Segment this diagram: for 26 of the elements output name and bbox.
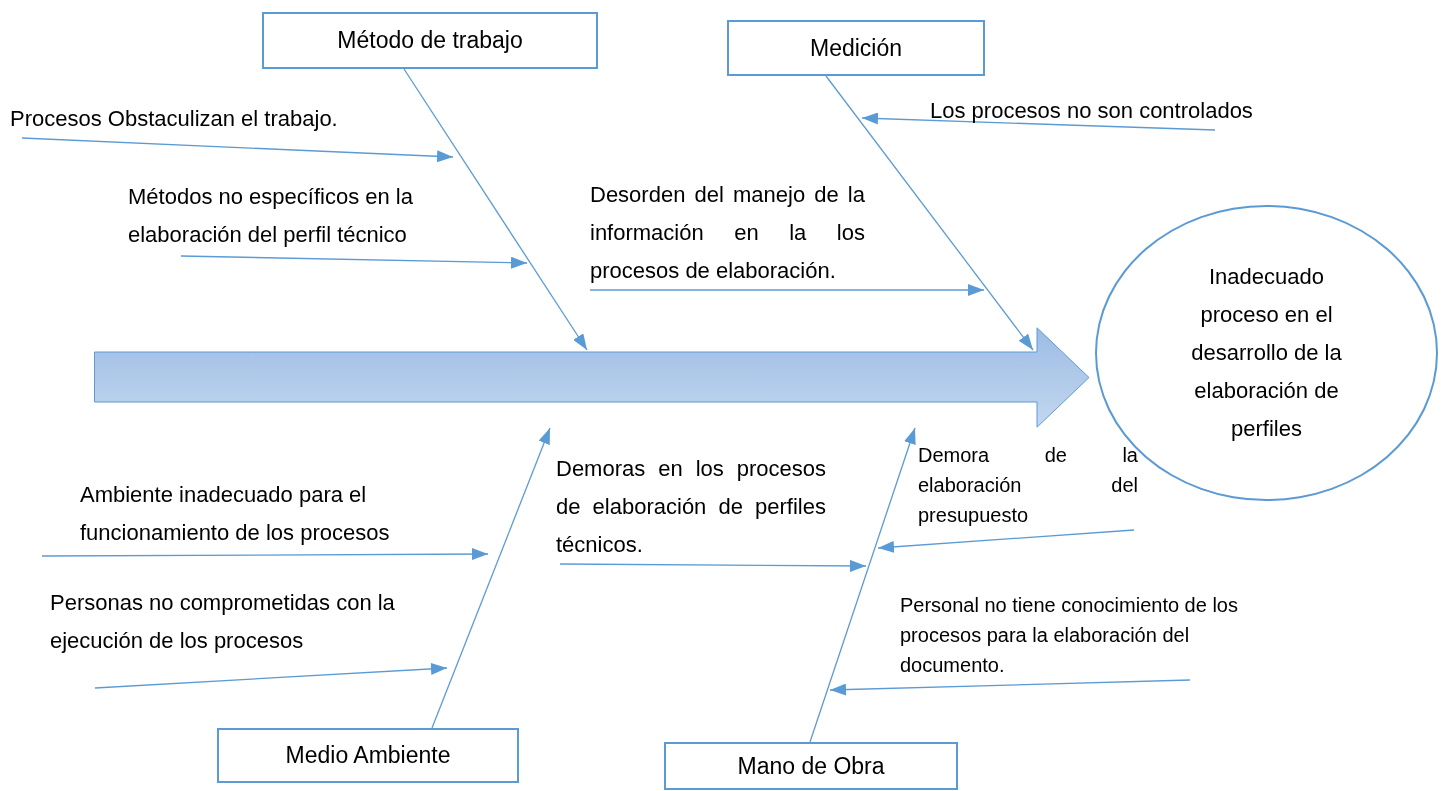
- arrow: [94, 662, 448, 689]
- cause-text: Personas no comprometidas con la ejecución de los procesos: [50, 584, 410, 660]
- category-box: Medio Ambiente: [217, 728, 519, 783]
- arrow: [877, 529, 1135, 553]
- cause-text: Demora de la elaboración del presupuesto: [918, 440, 1138, 530]
- category-box: Medición: [727, 20, 985, 76]
- arrow: [559, 559, 867, 572]
- cause-text: Personal no tiene conocimiento de los procesos para la elaboración del documento.: [900, 590, 1260, 680]
- category-box: Mano de Obra: [664, 742, 958, 790]
- arrow: [180, 255, 528, 269]
- arrow: [829, 679, 1191, 696]
- arrow: [861, 112, 1216, 131]
- cause-text: Desorden del manejo de la información en la los procesos de elaboración.: [590, 176, 865, 290]
- arrow: [403, 68, 588, 351]
- arrow: [589, 284, 985, 296]
- category-box: Método de trabajo: [262, 12, 598, 69]
- cause-text: Los procesos no son controlados: [930, 92, 1330, 130]
- cause-text: Demoras en los procesos de elaboración de perfiles técnicos.: [556, 450, 826, 564]
- cause-text: Métodos no específicos en la elaboración del perfil técnico: [128, 178, 488, 254]
- arrow: [431, 427, 551, 729]
- cause-text: Procesos Obstaculizan el trabajo.: [10, 100, 430, 138]
- cause-text: Ambiente inadecuado para el funcionamiento de los procesos: [80, 476, 480, 552]
- arrow: [21, 137, 454, 163]
- arrow: [825, 75, 1034, 351]
- arrow: [41, 548, 489, 561]
- arrow: [809, 427, 916, 743]
